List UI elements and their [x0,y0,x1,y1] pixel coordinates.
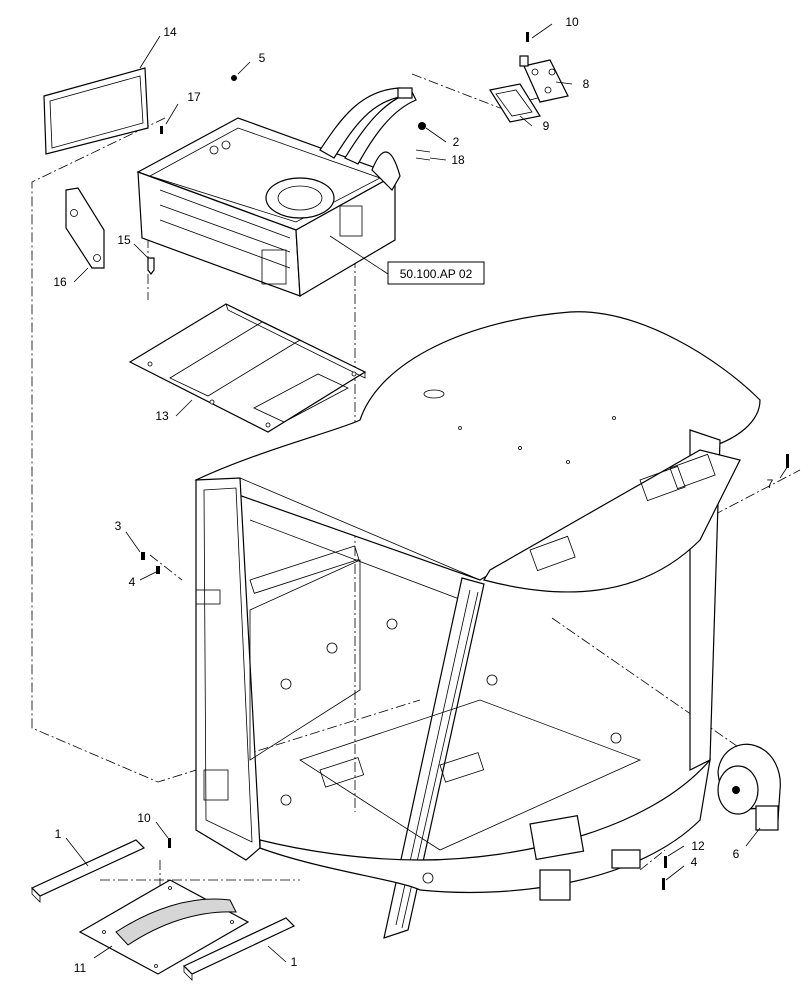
callout-2: 2 [453,135,460,149]
bolt-lower [662,878,665,890]
callout-1-right: 1 [291,955,298,969]
leader-8 [555,81,573,85]
guide-line-right [551,617,761,763]
callout-17: 17 [187,90,201,104]
callout-4-left: 4 [129,575,136,589]
leader-2 [425,127,447,143]
floor-plate [78,879,250,975]
leader-17 [165,103,179,125]
screw [231,75,237,81]
callout-8: 8 [583,77,590,91]
gasket [489,83,541,123]
leader-14 [139,35,161,69]
callout-18: 18 [451,153,465,167]
leader-1a [65,837,89,867]
guide-line-3 [149,554,183,581]
callout-14: 14 [163,25,177,39]
leader-5 [237,61,251,75]
leader-1b [267,945,287,963]
callout-6: 6 [733,847,740,861]
leader-ref [329,235,389,275]
leader-7 [779,465,789,479]
callout-15: 15 [117,233,131,247]
bolt [141,552,145,560]
blower [717,743,781,831]
leader-12 [667,845,685,857]
reference-box-label: 50.100.AP 02 [400,267,473,281]
pin [786,454,789,468]
leader-18 [429,157,447,161]
leader-11 [93,945,113,959]
fastener [147,257,155,275]
callout-5: 5 [259,51,266,65]
leader-9 [519,115,533,127]
cab-frame [194,311,761,939]
washer [156,566,160,574]
wedge-bracket [65,187,105,269]
callout-12: 12 [691,839,705,853]
nut [418,122,426,130]
reference-box[interactable] [387,261,485,285]
leader-13 [175,399,193,417]
cover-plate [128,303,367,433]
rivet [526,32,529,42]
leader-6 [745,827,761,847]
leader-16 [73,267,89,283]
callout-10-top: 10 [565,15,579,29]
leader-4b [665,865,685,881]
seal-strip [30,839,296,981]
leader-4a [139,571,157,581]
clip [664,856,667,868]
callout-7: 7 [767,477,774,491]
callout-13: 13 [155,409,169,423]
callout-3: 3 [115,519,122,533]
retainer [415,149,431,161]
hvac-box-assembly [136,87,417,298]
leader-10b [155,821,169,839]
leader-10a [531,23,553,39]
callout-11: 11 [74,961,87,975]
callout-10-bottom: 10 [137,811,151,825]
rivet-lower [168,838,171,848]
callout-16: 16 [53,275,67,289]
callout-4-right: 4 [691,855,698,869]
callout-1-left: 1 [55,827,62,841]
label-panel [43,67,149,155]
callout-9: 9 [543,119,550,133]
leader-3 [125,531,141,553]
guide-line-12 [639,849,666,871]
leader-15 [133,243,149,259]
bracket [519,55,569,103]
ground-stud [160,126,163,134]
